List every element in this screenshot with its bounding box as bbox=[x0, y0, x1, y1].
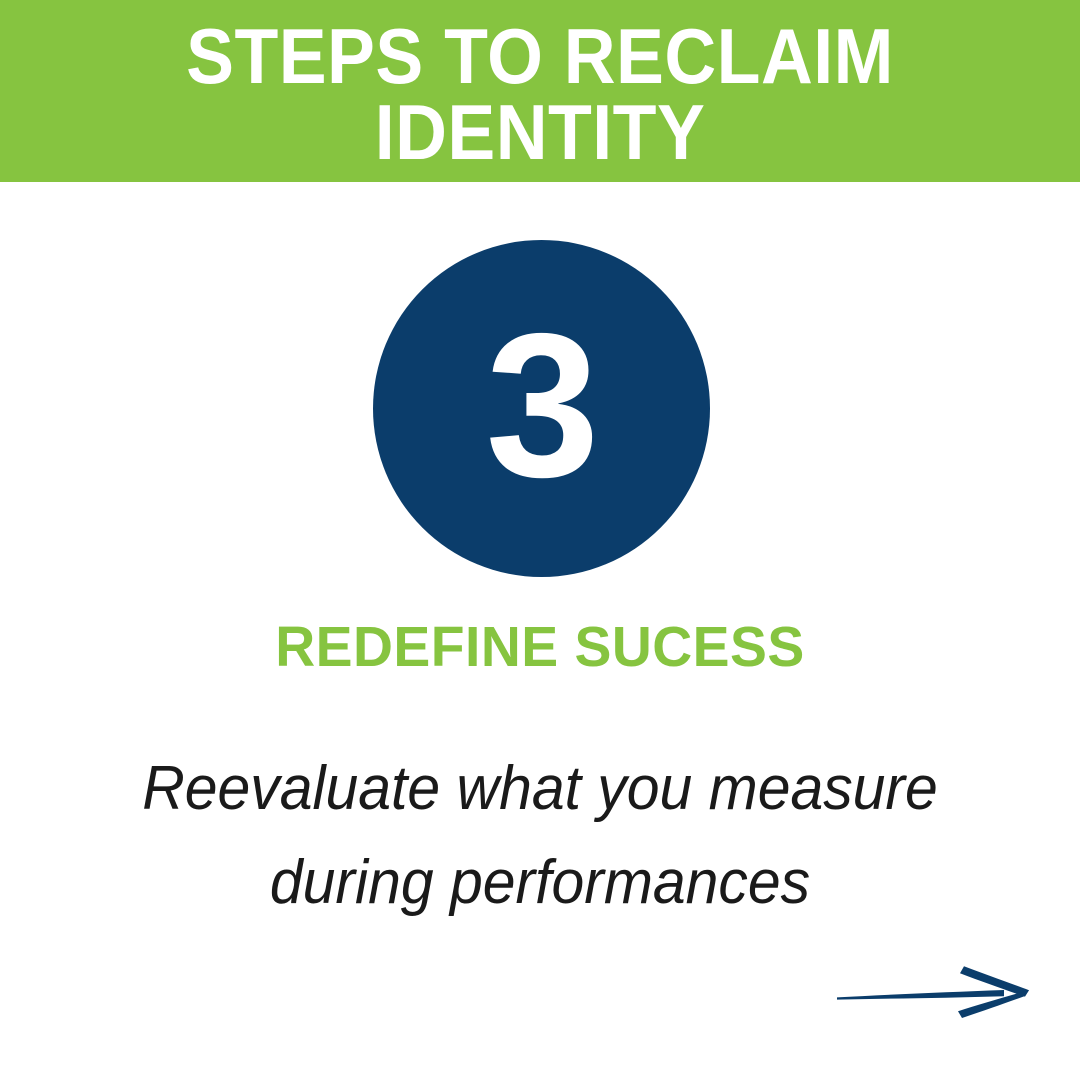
step-body-text: Reevaluate what you measure during perfo… bbox=[142, 754, 938, 918]
next-arrow-button[interactable] bbox=[826, 950, 1042, 1026]
header-banner: STEPS TO RECLAIM IDENTITY bbox=[0, 0, 1080, 182]
step-headline: REDEFINE SUCESS bbox=[275, 615, 805, 679]
page-title: STEPS TO RECLAIM IDENTITY bbox=[186, 12, 894, 177]
step-number-badge: 3 bbox=[373, 240, 710, 577]
step-number-value: 3 bbox=[485, 291, 599, 520]
arrow-right-icon bbox=[837, 966, 1029, 1018]
